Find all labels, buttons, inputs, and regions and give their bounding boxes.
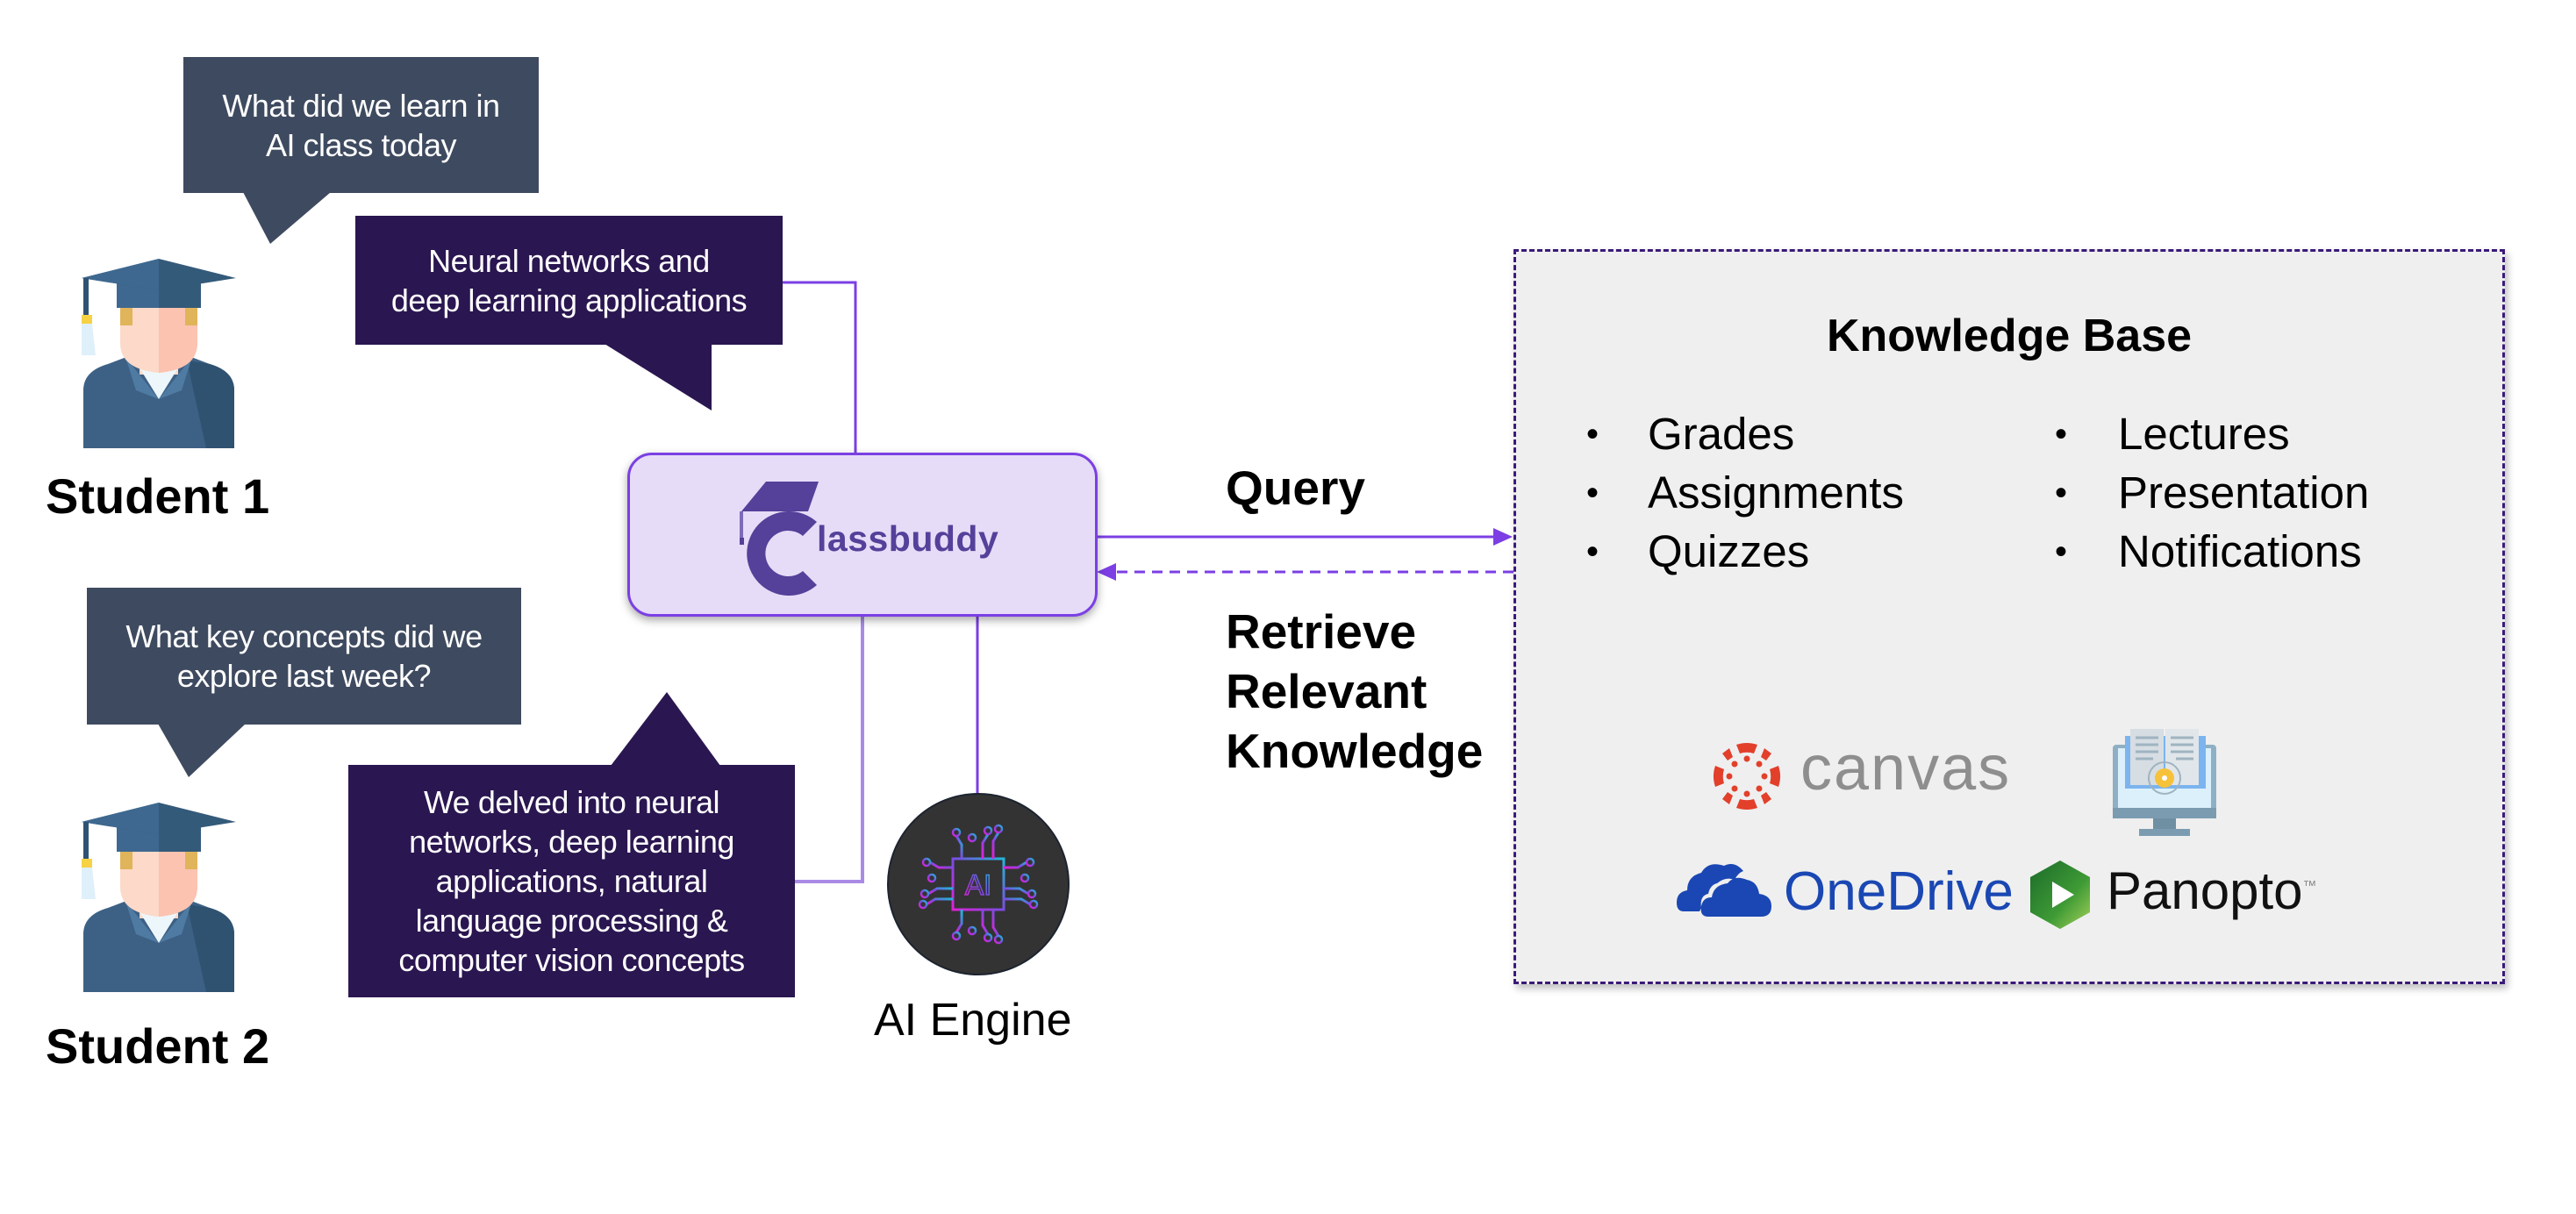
student-1-avatar-icon: [82, 259, 236, 448]
classbuddy-assistant-box: lassbuddy: [627, 453, 1098, 617]
answer-1-line: Neural networks and: [428, 242, 710, 279]
retrieve-label-line: Knowledge: [1226, 724, 1484, 778]
knowledge-base-title: Knowledge Base: [1826, 311, 2193, 361]
answer-bubble-2-tail: [611, 692, 720, 766]
student-2-label: Student 2: [46, 1018, 270, 1074]
onedrive-cloud-icon: [1677, 864, 1771, 917]
panopto-name: Panopto: [2107, 861, 2303, 920]
ai-engine-chip-icon: AI: [887, 793, 1070, 975]
kb-item-quizzes: Quizzes: [1648, 526, 1810, 576]
query-label: Query: [1226, 461, 1365, 515]
question-2-line: explore last week?: [176, 658, 432, 694]
question-1-line: What did we learn in: [222, 87, 500, 124]
connector-answer1-to-classbuddy: [783, 281, 857, 453]
svg-text:AI: AI: [965, 869, 991, 901]
knowledge-base-panel: Knowledge Base • Grades • Assignments • …: [1513, 249, 2505, 984]
answer-bubble-1: Neural networks and deep learning applic…: [355, 216, 783, 345]
panopto-logo-text: Panopto™: [2107, 861, 2317, 921]
bullet-icon: •: [1586, 474, 1599, 512]
trademark-mark: ™: [2302, 879, 2317, 894]
canvas-logo-text: canvas: [1800, 733, 2012, 803]
question-bubble-2: What key concepts did we explore last we…: [87, 588, 521, 725]
retrieve-label-line: Relevant: [1226, 664, 1428, 718]
kb-item-lectures: Lectures: [2118, 409, 2290, 459]
onedrive-logo-text: OneDrive: [1784, 861, 2014, 922]
kb-item-presentation: Presentation: [2118, 468, 2370, 518]
kb-item-assignments: Assignments: [1648, 468, 1904, 518]
answer-2-line: networks, deep learning: [409, 824, 734, 860]
question-bubble-1: What did we learn in AI class today: [183, 57, 539, 193]
answer-2-line: applications, natural: [435, 863, 708, 899]
student-1-label: Student 1: [46, 468, 270, 524]
question-2-line: What key concepts did we: [125, 618, 483, 654]
bullet-icon: •: [2055, 474, 2068, 512]
retrieve-label: Retrieve Relevant Knowledge: [1226, 602, 1483, 781]
question-bubble-1-tail: [243, 192, 331, 244]
bullet-icon: •: [1586, 532, 1599, 571]
question-bubble-2-tail: [158, 724, 246, 777]
query-arrowhead: [1493, 528, 1513, 546]
answer-2-line: We delved into neural: [423, 784, 720, 820]
answer-2-line: computer vision concepts: [398, 942, 745, 978]
kb-item-notifications: Notifications: [2118, 526, 2362, 576]
ai-engine-label: AI Engine: [874, 995, 1072, 1046]
classbuddy-brand-text: lassbuddy: [817, 518, 999, 559]
answer-bubble-1-tail: [605, 344, 712, 411]
question-1-line: AI class today: [265, 126, 457, 163]
answer-2-line: language processing &: [415, 903, 728, 939]
canvas-logo-icon: [1714, 743, 1780, 810]
retrieve-arrowhead: [1097, 563, 1116, 581]
student-2-avatar-icon: [82, 803, 236, 992]
panopto-logo-icon: [2030, 861, 2090, 929]
answer-1-line: deep learning applications: [390, 282, 748, 318]
retrieve-label-line: Retrieve: [1226, 604, 1417, 659]
bullet-icon: •: [1586, 415, 1599, 453]
connector-answer2-to-classbuddy: [795, 617, 864, 883]
answer-bubble-2: We delved into neural networks, deep lea…: [348, 765, 795, 997]
classbuddy-logo-icon: [740, 482, 819, 596]
bullet-icon: •: [2055, 532, 2068, 571]
kb-item-grades: Grades: [1648, 409, 1795, 459]
elearning-monitor-icon: [2113, 729, 2216, 836]
bullet-icon: •: [2055, 415, 2068, 453]
